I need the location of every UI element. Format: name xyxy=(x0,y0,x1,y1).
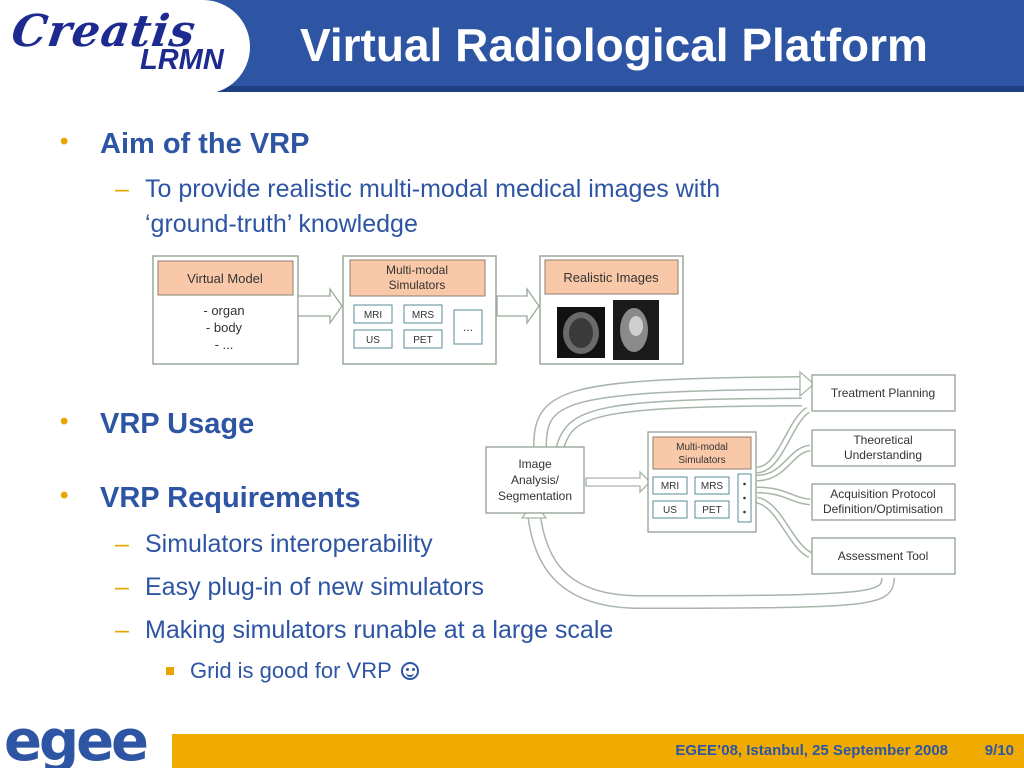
fan-arrow-inner xyxy=(756,498,812,557)
dash-icon: – xyxy=(115,616,129,644)
theoretical-label: Understanding xyxy=(844,448,922,462)
bullet-aim: • Aim of the VRP xyxy=(60,128,310,161)
theoretical-label: Theoretical xyxy=(853,433,912,447)
curved-arrow-inner xyxy=(534,377,801,449)
vm-item: - ... xyxy=(215,337,234,352)
simulators-label: Multi-modal xyxy=(386,263,448,277)
bullet-icon: • xyxy=(60,128,69,155)
bottom-simulators-box xyxy=(652,436,752,470)
footer-event: EGEE’08, Istanbul, 25 September 2008 xyxy=(675,742,948,759)
sub-aim-text1: To provide realistic multi-modal medical… xyxy=(145,175,721,203)
mri-box xyxy=(353,304,393,324)
pet-label: PET xyxy=(702,505,721,516)
assessment-box xyxy=(811,537,956,575)
us-box xyxy=(353,329,393,349)
fan-arrow-inner xyxy=(756,488,811,504)
req-item-text: Simulators interoperability xyxy=(145,530,433,558)
treatment-planning-box xyxy=(811,374,956,412)
mri-label: MRI xyxy=(661,481,679,492)
mrs-box xyxy=(694,476,730,495)
bullet-requirements-label: VRP Requirements xyxy=(100,482,361,514)
bottom-simulators-label: Multi-modal xyxy=(676,442,728,453)
lrmn-logo: LRMN xyxy=(140,44,224,76)
feedback-arrow-inner xyxy=(528,514,894,608)
page-number: 9/10 xyxy=(984,742,1014,759)
arrow-icon xyxy=(585,470,651,494)
arrow-icon xyxy=(496,286,540,326)
req-item-text: Easy plug-in of new simulators xyxy=(145,573,485,601)
acquisition-box xyxy=(811,483,956,521)
us-box xyxy=(652,500,688,519)
req-item: – Simulators interoperability xyxy=(115,530,433,559)
pet-box xyxy=(694,500,730,519)
us-label: US xyxy=(366,335,380,346)
grid-note-text: Grid is good for VRP xyxy=(190,658,392,683)
realistic-images-box xyxy=(544,259,679,295)
bottom-diagram: Image Analysis/ Segmentation Multi-modal… xyxy=(485,370,956,610)
arrowhead-icon xyxy=(799,370,815,398)
dash-icon: – xyxy=(115,573,129,601)
treatment-planning-label: Treatment Planning xyxy=(831,386,935,400)
dash-icon: – xyxy=(115,530,129,558)
header-divider xyxy=(0,86,1024,92)
sub-aim-line1: – To provide realistic multi-modal medic… xyxy=(115,175,721,204)
bottom-simulators-label: Simulators xyxy=(678,455,725,466)
bullet-usage-label: VRP Usage xyxy=(100,408,255,440)
footer-bar xyxy=(172,734,1024,768)
realistic-images-label: Realistic Images xyxy=(563,270,659,285)
us-label: US xyxy=(663,505,677,516)
grid-note: Grid is good for VRP xyxy=(166,658,420,684)
dot-icon xyxy=(743,482,746,486)
mri-box xyxy=(652,476,688,495)
curved-arrow-inner xyxy=(557,399,803,449)
sub-aim-line2: ‘ground-truth’ knowledge xyxy=(145,210,418,238)
image-analysis-label: Segmentation xyxy=(498,489,572,503)
dot-icon xyxy=(743,510,746,514)
image-analysis-box xyxy=(485,446,585,514)
dash-icon: – xyxy=(115,175,129,203)
mrs-label: MRS xyxy=(412,310,435,321)
acquisition-label: Acquisition Protocol xyxy=(830,487,935,501)
virtual-model-label: Virtual Model xyxy=(187,271,263,286)
req-item-text: Making simulators runable at a large sca… xyxy=(145,616,614,644)
body-inner xyxy=(629,316,643,336)
more-sim-label: ... xyxy=(463,320,473,334)
image-analysis-label: Image xyxy=(518,457,552,471)
brain-inner xyxy=(569,318,593,348)
mrs-label: MRS xyxy=(701,481,724,492)
image-analysis-label: Analysis/ xyxy=(511,473,560,487)
req-item: – Easy plug-in of new simulators xyxy=(115,573,485,602)
mri-label: MRI xyxy=(364,310,382,321)
more-sim-box xyxy=(453,309,483,345)
pet-box xyxy=(403,329,443,349)
req-item: – Making simulators runable at a large s… xyxy=(115,616,614,645)
page-title: Virtual Radiological Platform xyxy=(300,19,928,71)
top-diagram: Virtual Model - organ - body - ... Multi… xyxy=(152,255,684,365)
mrs-box xyxy=(403,304,443,324)
vm-item: - body xyxy=(206,320,243,335)
simulators-box xyxy=(349,259,486,297)
logo-plate: Creatis LRMN xyxy=(0,0,250,94)
arrow-icon xyxy=(297,286,343,326)
acquisition-label: Definition/Optimisation xyxy=(823,502,943,516)
bullet-icon: • xyxy=(60,482,69,509)
theoretical-box xyxy=(811,429,956,467)
egee-logo: egee xyxy=(4,709,149,768)
bullet-icon: • xyxy=(60,408,69,435)
virtual-model-box xyxy=(157,260,294,296)
bullet-requirements: • VRP Requirements xyxy=(60,482,361,515)
bullet-aim-label: Aim of the VRP xyxy=(100,128,310,160)
fan-arrow-inner xyxy=(756,408,810,472)
smiley-icon xyxy=(401,662,420,680)
pet-label: PET xyxy=(413,335,432,346)
simulators-label: Simulators xyxy=(389,278,446,292)
square-bullet-icon xyxy=(166,667,174,675)
dot-icon xyxy=(743,496,746,500)
bullet-usage: • VRP Usage xyxy=(60,408,255,441)
fan-arrow-inner xyxy=(756,446,811,480)
vm-item: - organ xyxy=(203,303,244,318)
assessment-label: Assessment Tool xyxy=(838,549,929,563)
